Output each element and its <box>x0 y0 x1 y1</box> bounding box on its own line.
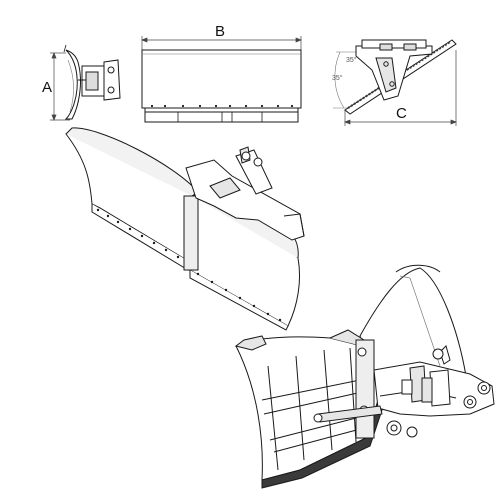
iso1-mount-bracket <box>185 159 305 241</box>
front-cutting-edge <box>144 107 299 123</box>
angle-label-upper: 35° <box>346 56 357 64</box>
dimension-c-line <box>344 50 457 126</box>
isometric-rear-view <box>65 127 305 331</box>
dimension-c-label: C <box>396 105 407 122</box>
dimension-a-label: A <box>42 79 52 96</box>
angle-label-lower: 35° <box>332 74 343 82</box>
iso2-left-wing <box>235 336 367 481</box>
top-view <box>333 39 457 126</box>
front-bolt-row <box>150 104 294 108</box>
front-view <box>141 36 302 123</box>
dimension-b-label: B <box>215 23 225 40</box>
dimension-a-line <box>50 52 70 121</box>
side-view <box>50 44 121 121</box>
iso1-bolt-row-left <box>96 208 180 259</box>
isometric-front-view <box>234 264 495 489</box>
iso1-center-hinge <box>183 195 199 271</box>
dimension-b-line <box>141 36 302 52</box>
iso2-right-wing <box>359 267 467 395</box>
front-blade-face <box>141 49 302 109</box>
iso1-bolt-row-right <box>196 272 282 322</box>
side-blade-profile <box>64 49 81 120</box>
